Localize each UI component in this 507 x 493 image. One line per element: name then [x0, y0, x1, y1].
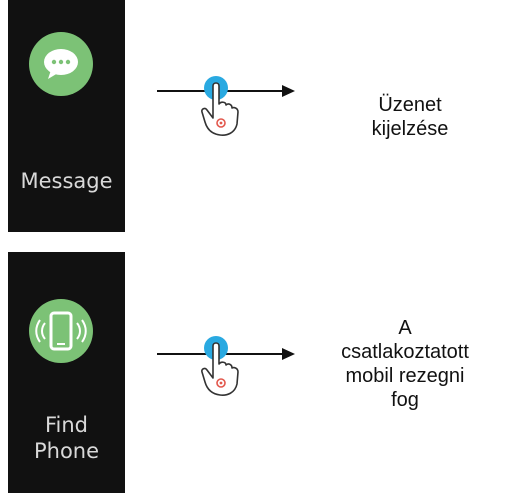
device-label: Find Phone: [33, 413, 100, 463]
caption-find-phone: A csatlakoztatott mobil rezegni fog: [341, 317, 469, 411]
tap-hand-icon: [201, 76, 239, 136]
message-row: Message Üzenet kijelzése: [0, 0, 507, 232]
caption-message: Üzenet kijelzése: [371, 94, 449, 140]
device-screen-find-phone: Find Phone: [8, 252, 125, 493]
device-label: Message: [20, 169, 113, 193]
vibrating-phone-icon: [35, 311, 87, 351]
arrow-head-icon: [282, 348, 295, 360]
arrow-head-icon: [282, 85, 295, 97]
tap-hand-icon: [201, 336, 239, 396]
message-bubble-icon: [44, 49, 78, 79]
swipe-gesture-icon: [157, 76, 295, 136]
find-phone-app-icon: [29, 299, 93, 363]
message-app-icon: [29, 32, 93, 96]
swipe-gesture-icon: [157, 336, 295, 396]
device-screen-message: Message: [8, 0, 125, 232]
find-phone-row: Find Phone: [0, 252, 507, 493]
